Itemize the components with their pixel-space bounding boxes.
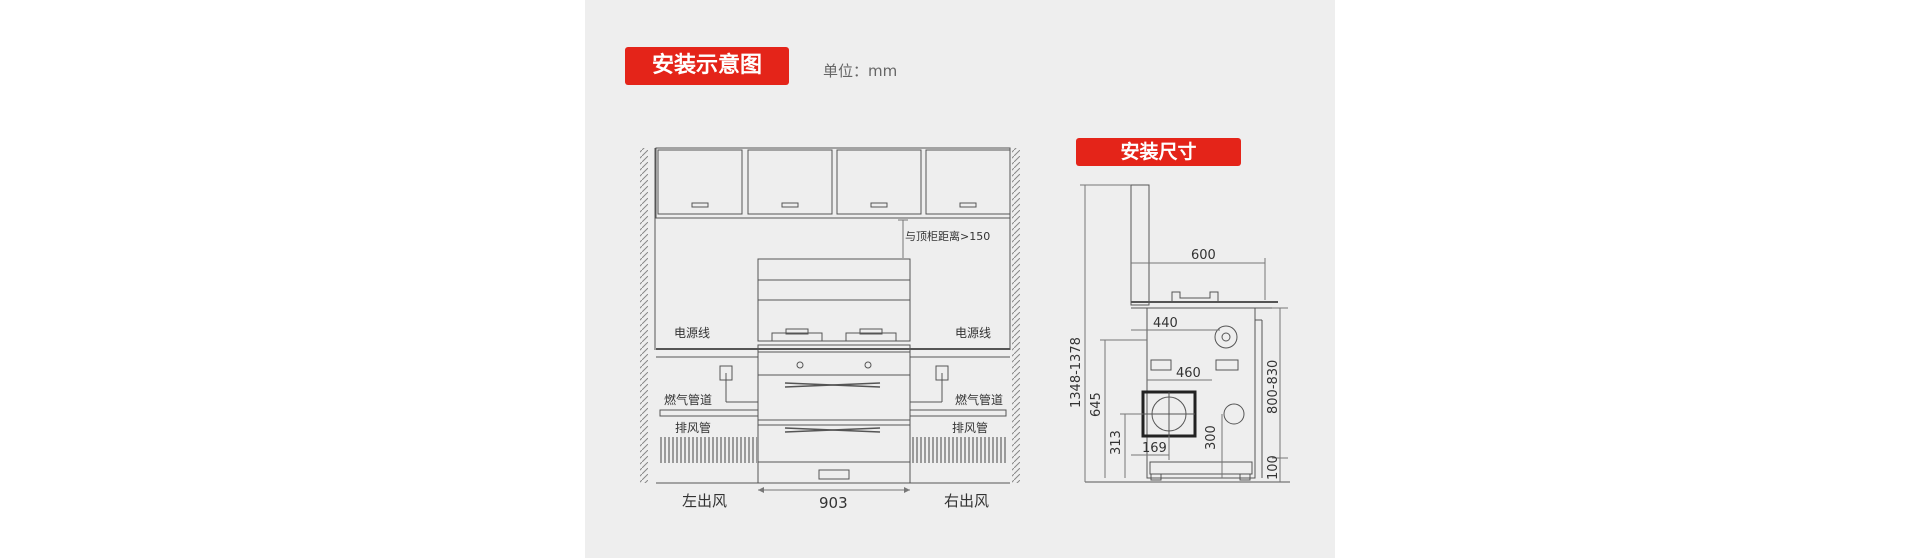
install-diagram: [640, 147, 1020, 493]
left-wall: [640, 148, 648, 483]
dim-460-label: 460: [1176, 366, 1201, 381]
gas-pipe-right-label: 燃气管道: [955, 392, 1003, 407]
dim-300-label: 300: [1204, 425, 1219, 450]
upper-cabinet-doors: [657, 149, 1011, 215]
dim-440-label: 440: [1153, 316, 1178, 331]
power-line-right-label: 电源线: [955, 326, 991, 340]
top-clearance-label: 与顶柜距离>150: [905, 229, 990, 243]
content-panel: [585, 0, 1335, 558]
dim-169-label: 169: [1142, 441, 1167, 456]
size-diagram: [1080, 184, 1290, 483]
dim-800-830-label: 800-830: [1266, 360, 1281, 414]
install-diagram-title: 安装示意图: [625, 47, 789, 85]
left-outlet-label: 左出风: [682, 492, 727, 510]
dim-600-label: 600: [1191, 248, 1216, 263]
upper-cabinet-frame: [655, 147, 1011, 219]
right-gas-pipe: [909, 409, 1007, 417]
left-exhaust-grille: [660, 437, 758, 463]
bottom-vent: [818, 469, 850, 480]
right-wall: [1012, 148, 1020, 483]
burners: [771, 328, 897, 342]
exhaust-pipe-left-label: 排风管: [675, 420, 711, 435]
back-panel: [1130, 184, 1150, 306]
dim-313-label: 313: [1109, 430, 1124, 455]
width-903-label: 903: [819, 494, 848, 512]
exhaust-pipe-right-label: 排风管: [952, 420, 988, 435]
gas-pipe-left-label: 燃气管道: [664, 392, 712, 407]
right-outlet-label: 右出风: [944, 492, 989, 510]
dim-645-label: 645: [1089, 392, 1104, 417]
dim-1348-1378-label: 1348-1378: [1069, 337, 1084, 408]
install-size-title: 安装尺寸: [1076, 138, 1241, 166]
unit-label: 单位：mm: [823, 62, 898, 80]
left-gas-pipe: [659, 409, 759, 417]
right-exhaust-grille: [910, 437, 1006, 463]
power-line-left-label: 电源线: [674, 326, 710, 340]
dim-100-label: 100: [1266, 455, 1281, 480]
